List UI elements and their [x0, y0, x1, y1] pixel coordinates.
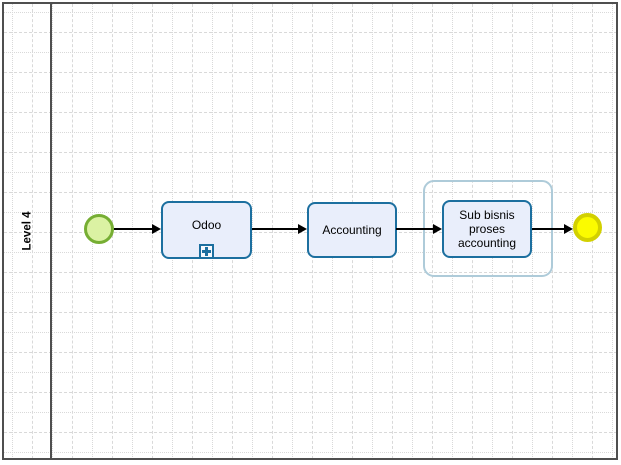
sequence-flow-1[interactable] [114, 228, 152, 230]
end-event[interactable] [573, 213, 602, 242]
grid-line [252, 4, 253, 459]
grid-line [4, 432, 617, 433]
pool-boundary [2, 2, 618, 460]
task-sub-bisnis-proses-accounting[interactable]: Sub bisnis proses accounting [442, 200, 532, 258]
grid-line [4, 12, 617, 13]
grid-line [4, 172, 617, 173]
grid-line [612, 4, 613, 459]
task-sub-label: Sub bisnis proses accounting [458, 208, 516, 250]
grid-line [4, 132, 617, 133]
sequence-flow-4[interactable] [532, 228, 564, 230]
task-accounting[interactable]: Accounting [307, 202, 397, 258]
grid-line [32, 4, 33, 459]
grid-line [4, 292, 617, 293]
grid-line [4, 452, 617, 453]
grid-line [432, 4, 433, 459]
grid-line [4, 412, 617, 413]
grid-line [292, 4, 293, 459]
plus-icon [205, 247, 208, 256]
sequence-flow-2[interactable] [252, 228, 298, 230]
grid-line [132, 4, 133, 459]
grid-line [4, 352, 617, 353]
grid-line [4, 32, 617, 33]
grid-line [4, 112, 617, 113]
grid-line [4, 372, 617, 373]
task-sub-label-line2: proses [468, 222, 505, 236]
grid-line [4, 332, 617, 333]
arrowhead-icon [152, 224, 161, 234]
grid-line [412, 4, 413, 459]
grid-line [4, 72, 617, 73]
grid-line [4, 52, 617, 53]
arrowhead-icon [564, 224, 573, 234]
grid-line [52, 4, 53, 459]
lane-header[interactable]: Level 4 [4, 4, 50, 458]
sequence-flow-3[interactable] [396, 228, 433, 230]
grid-line [72, 4, 73, 459]
grid-line [4, 192, 617, 193]
lane-title: Level 4 [21, 211, 33, 251]
grid-line [4, 272, 617, 273]
grid-line [532, 4, 533, 459]
grid-line [12, 4, 13, 459]
subprocess-plus-marker[interactable] [199, 244, 214, 259]
task-sub-label-line1: Sub bisnis [459, 208, 515, 222]
grid-line [4, 392, 617, 393]
start-event[interactable] [84, 214, 114, 244]
grid-line [4, 312, 617, 313]
task-sub-label-line3: accounting [457, 236, 517, 250]
grid-line [4, 92, 617, 93]
grid-line [4, 152, 617, 153]
grid-line [272, 4, 273, 459]
lane-separator [50, 4, 52, 458]
arrowhead-icon [433, 224, 442, 234]
task-odoo-label: Odoo [191, 218, 222, 232]
task-accounting-label: Accounting [322, 223, 382, 237]
arrowhead-icon [298, 224, 307, 234]
